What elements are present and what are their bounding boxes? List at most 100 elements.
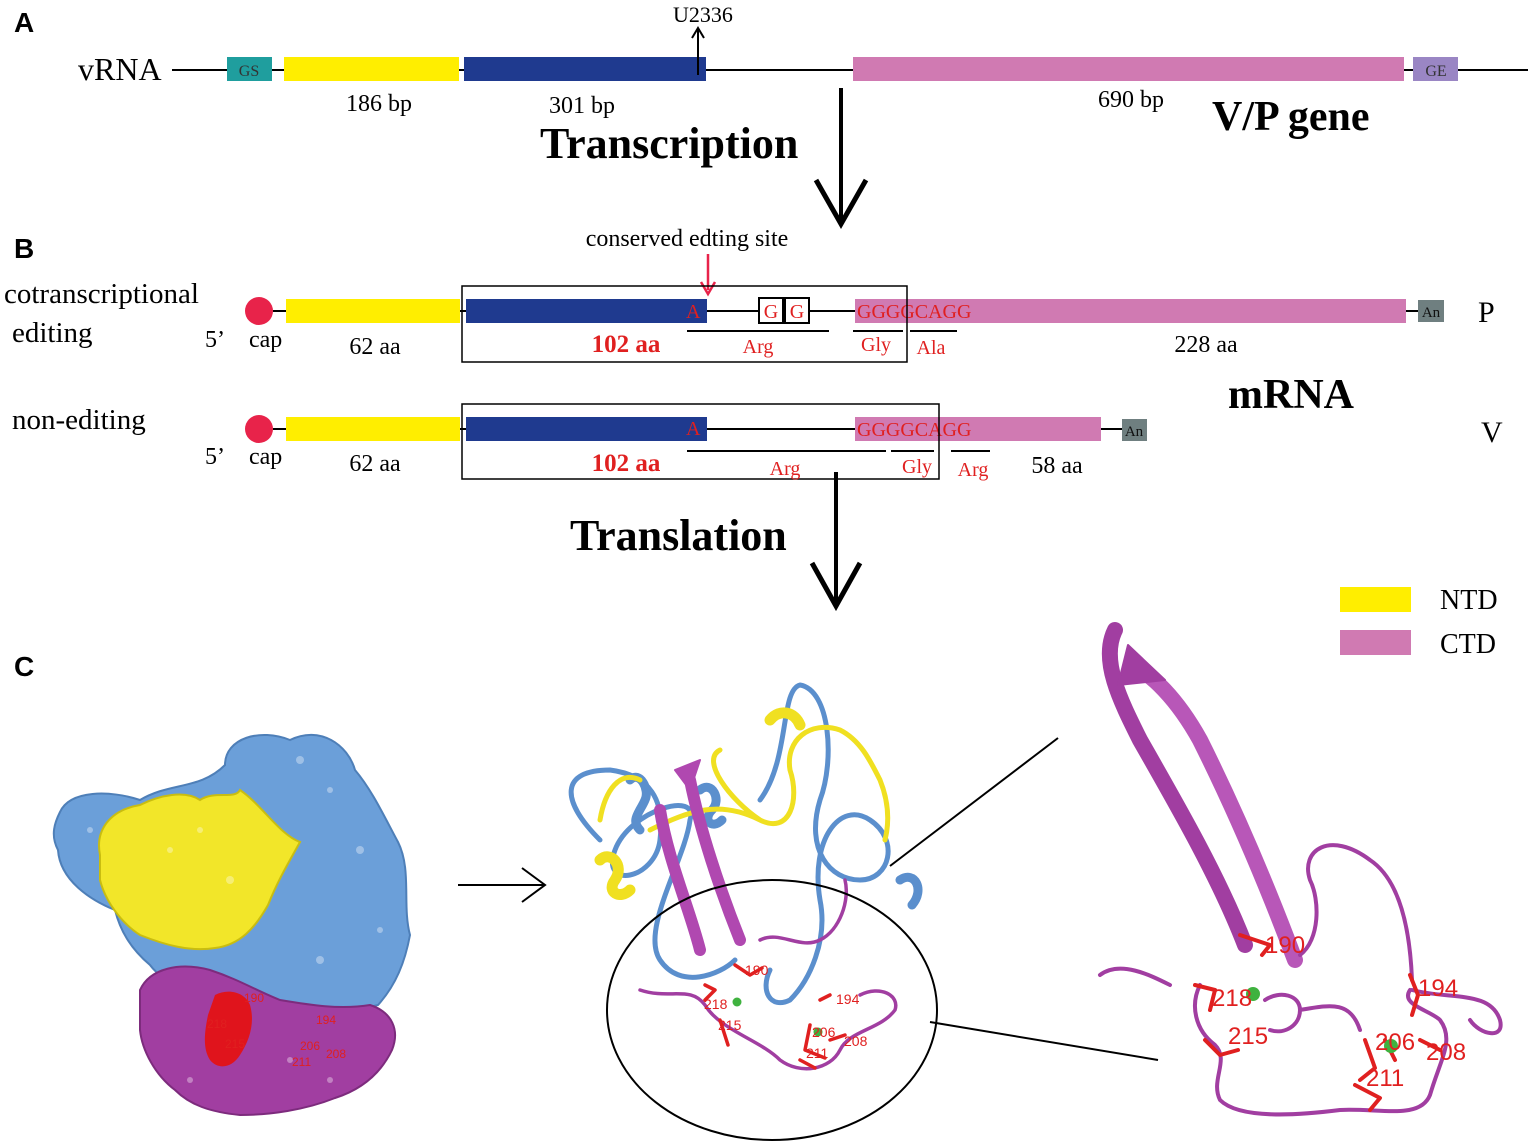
v-cap-circle [245,415,273,443]
zoom-res-211: 211 [1366,1065,1404,1092]
surface-res-215: 215 [225,1037,245,1051]
p-five-prime: 5’ [205,327,225,353]
protein-ribbon-model: 190 218 215 194 206 211 208 [568,682,923,1071]
p-a-letter: A [686,301,701,323]
translation-arrowhead [809,561,863,612]
p-row-label-2: editing [12,317,93,349]
p-arg-label: Arg [743,336,774,358]
p-blue-segment [466,299,707,323]
u2336-arrowhead [691,26,705,39]
legend-label-ntd: NTD [1440,585,1498,616]
v-a-letter: A [686,418,701,440]
vrna-blue-segment [464,57,706,81]
ribbon-purple-strands [654,774,746,956]
p-ntd-len: 62 aa [349,334,401,360]
transcription-label: Transcription [540,119,798,168]
vp-gene-label: V/P gene [1212,94,1369,140]
surface-texture [87,756,383,1083]
zoom-res-215: 215 [1228,1023,1268,1050]
u2336-label: U2336 [673,2,733,27]
v-blue-segment [466,417,707,441]
ribbon-blue-loops [568,682,891,1006]
p-ala-label: Ala [917,337,946,359]
p-cap-circle [245,297,273,325]
ribbon-zinc-2 [813,1027,823,1037]
zoom-res-208: 208 [1426,1039,1466,1066]
p-ntd-segment [286,299,460,323]
mrna-label: mRNA [1228,372,1355,418]
ribbon-yellow-helices [594,707,806,900]
v-an-label: An [1125,424,1144,440]
p-row-label-1: cotranscriptional [4,278,199,310]
v-letter: V [1481,416,1503,449]
ctd-zoom-model: 190 218 215 194 206 211 208 [1098,622,1503,1117]
len-301: 301 bp [549,93,615,119]
v-seq: GGGGCAGG [857,419,971,441]
p-blue-len: 102 aa [592,331,661,358]
surface-res-190: 190 [244,991,264,1005]
ribbon-res-194: 194 [836,991,860,1007]
zoom-res-206: 206 [1375,1029,1415,1056]
ribbon-res-190: 190 [745,962,769,978]
ribbon-res-211: 211 [806,1045,829,1061]
panel-b-label: B [14,233,34,264]
ribbon-red-sidechains [703,963,847,1070]
zoom-ellipse [606,879,938,1141]
protein-surface-model: 190 218 215 194 206 211 208 [52,733,412,1117]
p-g-box-1 [758,297,784,324]
p-seq: GGGGCAGG [857,301,971,323]
surface-red-patch [204,991,252,1067]
ribbon-res-215: 215 [718,1017,742,1033]
zoom-strand-2 [1132,662,1303,968]
ribbon-blue-helices [625,773,923,910]
v-an-box [1122,419,1147,441]
legend-label-ctd: CTD [1440,629,1496,660]
v-row-label: non-editing [12,404,146,436]
vrna-ntd-segment [284,57,459,81]
zoom-res-218: 218 [1212,985,1252,1012]
surface-res-211: 211 [292,1055,311,1069]
v-arg-label: Arg [770,458,801,480]
edit-site-label: conserved edting site [586,226,789,252]
zoom-strand-arrowhead [1117,644,1166,686]
ribbon-res-218: 218 [704,996,728,1012]
surface-res-206: 206 [300,1039,320,1053]
legend: NTD CTD [1340,585,1498,660]
p-frame [461,285,908,363]
p-an-label: An [1422,305,1441,321]
zoom-loops [1098,843,1503,1117]
zoom-res-194: 194 [1418,975,1458,1002]
panel-c-label: C [14,651,34,682]
p-g1: G [764,301,778,323]
gs-box [227,57,272,81]
p-cap-label: cap [249,327,282,353]
translation-label: Translation [570,511,787,560]
ribbon-purple-arrowhead [674,759,701,791]
v-ntd-segment [286,417,460,441]
ribbon-res-206: 206 [812,1024,836,1040]
p-an-box [1418,300,1444,322]
vrna-label: vRNA [78,51,162,87]
ge-label: GE [1425,63,1446,80]
p-ctd-len: 228 aa [1174,332,1238,358]
transcription-arrowhead [813,178,869,230]
zoom-connector-bottom [929,1021,1159,1061]
v-cap-label: cap [249,444,282,470]
v-gly-label: Gly [902,456,932,478]
p-g-box-2 [784,297,810,324]
len-690: 690 bp [1098,87,1164,113]
zoom-res-190: 190 [1265,932,1305,959]
v-ctd-segment [855,417,1101,441]
surface-res-218: 218 [207,1017,227,1031]
legend-swatch-ntd [1340,587,1411,612]
zoom-zinc-2 [1384,1039,1398,1053]
p-g2: G [790,301,804,323]
zoom-strand-1 [1101,622,1253,953]
v-ctd-len: 58 aa [1031,453,1083,479]
surface-to-ribbon-arrowhead [521,867,547,903]
zoom-connector-top [889,737,1059,867]
vrna-ctd-segment [853,57,1404,81]
ribbon-purple-loops [638,878,898,1071]
surface-purple-region [139,965,396,1117]
panel-a-label: A [14,7,34,38]
